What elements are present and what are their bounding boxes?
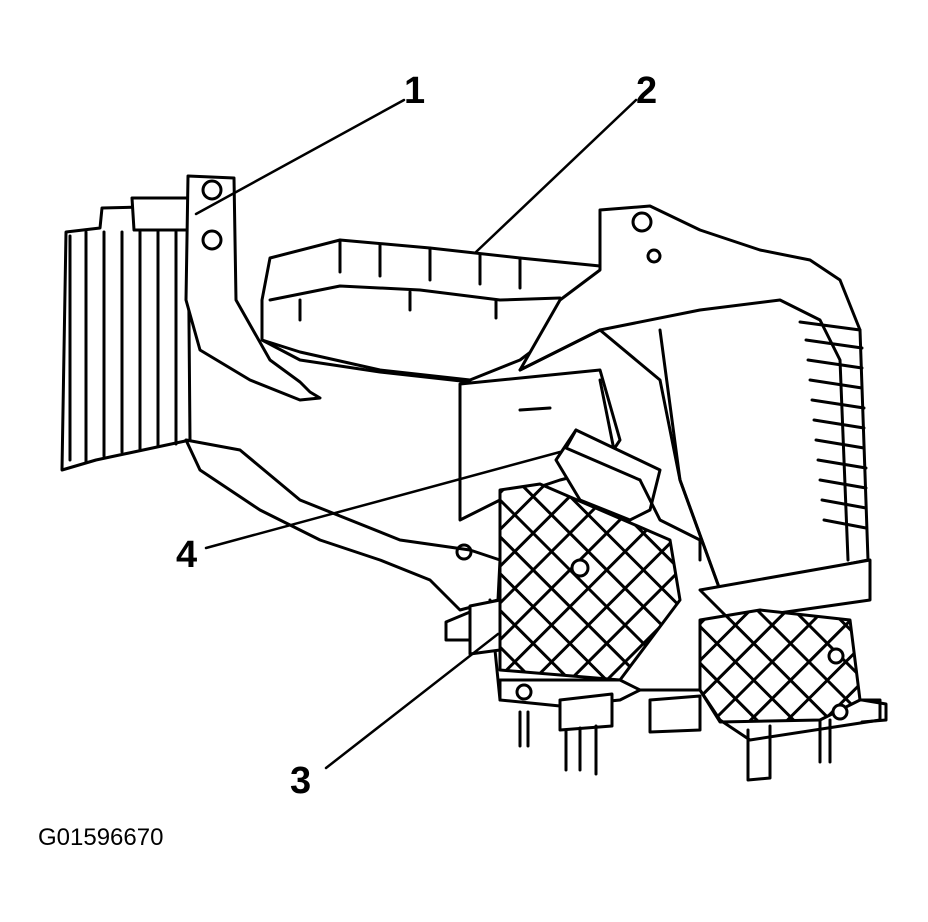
leader-line-3 <box>324 632 500 770</box>
left-duct-outlet <box>60 196 192 472</box>
top-duct <box>260 238 602 384</box>
mesh-filter-panel-left <box>498 482 682 682</box>
leader-line-2 <box>474 98 638 254</box>
callout-label-1: 1 <box>404 70 426 112</box>
mesh-filter-panel-right <box>698 608 862 724</box>
callout-label-2: 2 <box>636 70 658 112</box>
figure-id: G01596670 <box>38 824 164 851</box>
housing-right-section <box>518 204 872 622</box>
callout-label-4: 4 <box>176 534 198 576</box>
base-frame <box>444 598 888 782</box>
callout-label-3: 3 <box>290 760 312 802</box>
leader-line-4 <box>204 450 562 550</box>
housing-left-section <box>184 174 502 612</box>
leader-lines <box>194 98 638 770</box>
leader-line-1 <box>194 98 406 216</box>
